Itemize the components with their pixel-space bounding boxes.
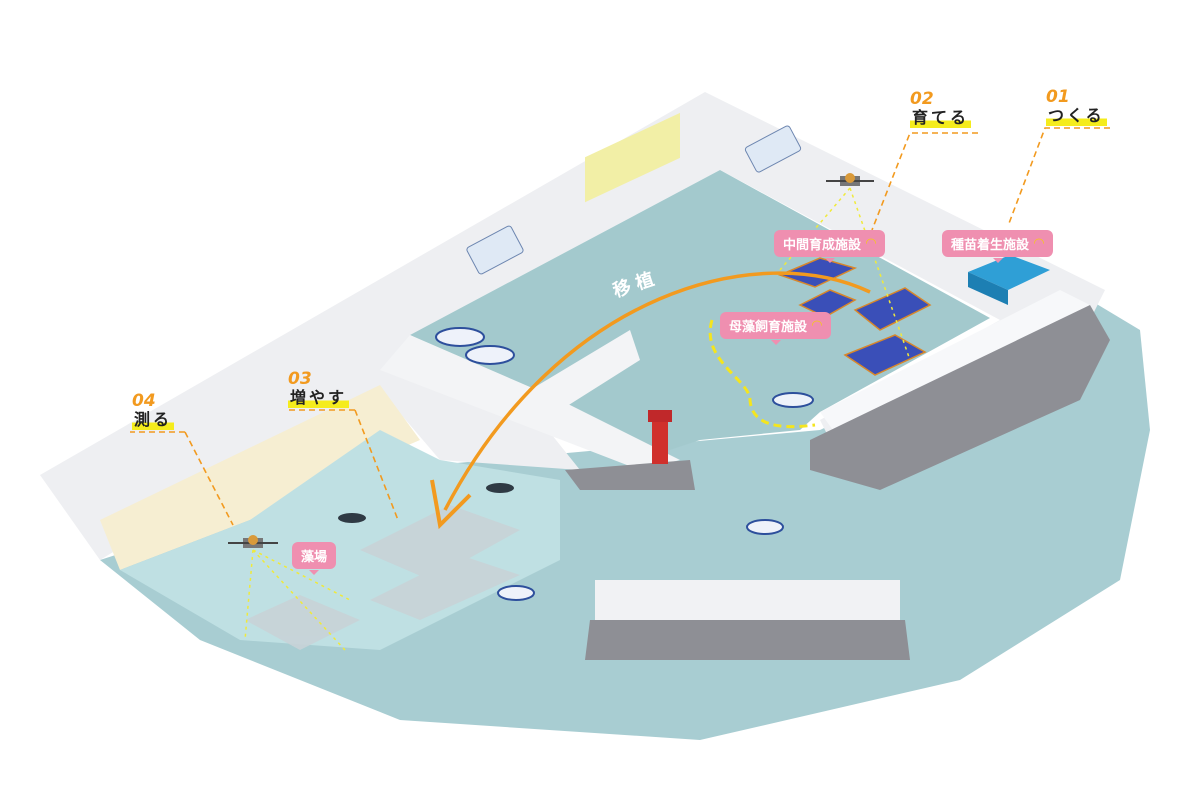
tag-label: 種苗着生施設	[951, 238, 1030, 253]
tag-seaweed-bed: 藻場	[292, 542, 337, 575]
reef-blocks	[245, 505, 520, 650]
step-number: 03	[288, 369, 312, 389]
drone-icon	[826, 173, 874, 186]
step-number: 02	[910, 89, 934, 109]
tetrapod-right	[810, 305, 1110, 490]
step-03: 03 増やす	[288, 369, 350, 408]
step-label: 測る	[132, 410, 175, 430]
tag-label: 中間育成施設	[783, 238, 862, 253]
step-02: 02 育てる	[910, 89, 972, 128]
shelter-roof	[585, 112, 680, 203]
wifi-icon: ◠	[866, 236, 877, 251]
land	[40, 92, 1105, 560]
pier-left	[380, 335, 680, 470]
arrowhead-icon	[430, 479, 472, 530]
tag-label: 藻場	[301, 550, 328, 565]
pier-right	[820, 290, 1090, 440]
drone-icon	[228, 535, 278, 548]
offshore-tetrapods	[585, 620, 910, 660]
tag-label: 母藻飼育施設	[729, 320, 808, 335]
solar-raft-icon	[777, 257, 858, 288]
step-01: 01 つくる	[1046, 88, 1107, 126]
tag-seedling-facility: 種苗着生施設 ◠	[942, 230, 1054, 263]
boat-icon	[435, 327, 814, 601]
step-04: 04 測る	[132, 391, 175, 430]
tag-mother-facility: 母藻飼育施設 ◠	[720, 312, 832, 345]
truck-icon	[744, 125, 802, 173]
step-label: 育てる	[910, 108, 972, 128]
diver-icon	[338, 483, 514, 523]
seedling-facility-wall	[968, 272, 1008, 305]
step-number: 01	[1046, 87, 1070, 107]
offshore-breakwater	[595, 580, 900, 620]
wifi-icon: ◠	[812, 318, 823, 333]
drone-beams	[244, 187, 911, 651]
transplant-arrow	[443, 271, 871, 511]
tag-intermediate-facility: 中間育成施設 ◠	[774, 230, 886, 263]
wifi-icon: ◠	[1034, 236, 1045, 251]
tetrapod-lighthouse	[565, 460, 695, 490]
leader-lines	[130, 127, 1110, 526]
pier-center	[530, 330, 640, 420]
step-label: つくる	[1046, 106, 1107, 126]
beach	[100, 385, 420, 570]
route-path	[708, 319, 816, 429]
solar-raft-icon	[843, 334, 927, 376]
step-label: 増やす	[288, 388, 350, 408]
step-number: 04	[132, 391, 156, 411]
truck-icon	[466, 225, 524, 275]
seedling-facility-building	[968, 255, 1050, 290]
lighthouse-icon	[648, 410, 672, 464]
